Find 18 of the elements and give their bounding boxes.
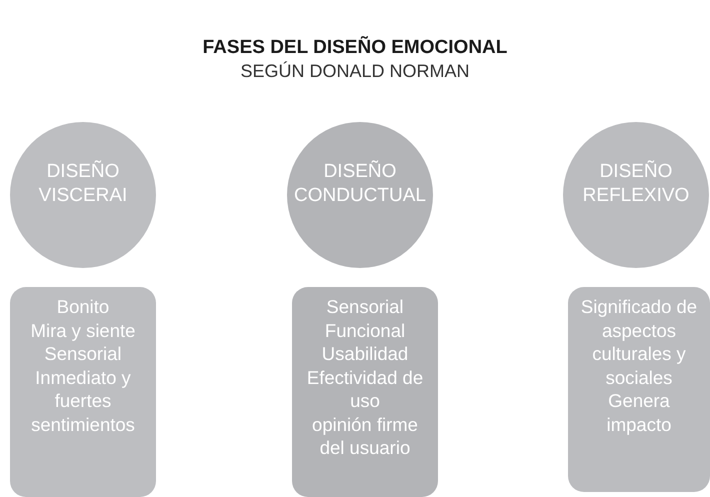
feature-text: Bonito [56,295,110,318]
stage-name: DISEÑO VISCERAI [38,160,128,208]
subtitle: SEGÚN DONALD NORMAN [239,61,471,82]
feature-text: Usabilidad [322,342,408,366]
description-card [10,287,156,497]
feature-text: opinión firme del usuario [311,412,419,460]
description-card [292,287,438,497]
feature-text: Inmediato y fuertes sentimientos [30,366,136,436]
feature-text: Significado de aspectos culturales y sociales [580,295,698,389]
feature-text: Sensorial [44,342,122,366]
stage-name: DISEÑO CONDUCTUAL [293,160,427,208]
feature-text: Sensorial [326,295,404,318]
description-card [568,287,710,492]
stage-name: DISEÑO REFLEXIVO [582,160,690,208]
title: FASES DEL DISEÑO EMOCIONAL [202,37,508,59]
feature-text: Funcional [324,318,406,342]
feature-text: Mira y siente [30,318,136,342]
feature-text: Genera impacto [606,389,672,436]
